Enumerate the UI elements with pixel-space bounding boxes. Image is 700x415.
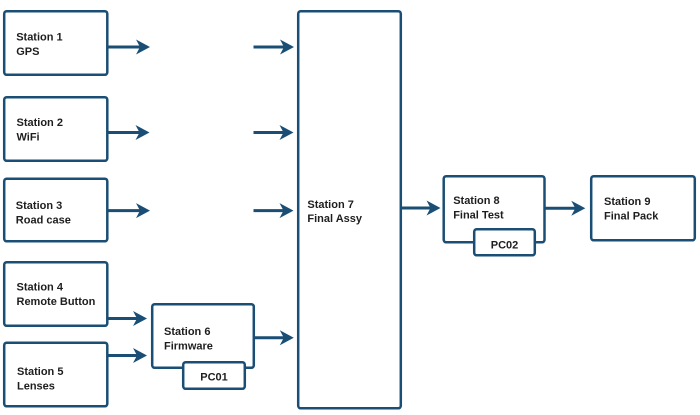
- svg-text:Station 2: Station 2: [17, 117, 63, 129]
- svg-text:Final Test: Final Test: [453, 210, 504, 222]
- svg-text:Station 1: Station 1: [16, 32, 62, 44]
- svg-text:PC02: PC02: [491, 240, 519, 252]
- svg-text:GPS: GPS: [16, 46, 39, 58]
- svg-text:Final Pack: Final Pack: [604, 211, 659, 223]
- svg-text:Station 3: Station 3: [16, 200, 62, 212]
- svg-text:Station 4: Station 4: [17, 282, 64, 294]
- svg-text:Station 7: Station 7: [307, 199, 353, 211]
- svg-text:Station 9: Station 9: [604, 196, 650, 208]
- svg-text:Remote Button: Remote Button: [17, 296, 96, 308]
- svg-text:Firmware: Firmware: [164, 341, 213, 353]
- svg-text:PC01: PC01: [200, 372, 228, 384]
- svg-text:Lenses: Lenses: [17, 380, 55, 392]
- svg-text:WiFi: WiFi: [17, 132, 40, 144]
- svg-text:Road case: Road case: [16, 215, 71, 227]
- svg-text:Station 5: Station 5: [17, 366, 63, 378]
- svg-text:Station 6: Station 6: [164, 326, 210, 338]
- svg-text:Station 8: Station 8: [453, 195, 499, 207]
- svg-text:Final Assy: Final Assy: [307, 213, 362, 225]
